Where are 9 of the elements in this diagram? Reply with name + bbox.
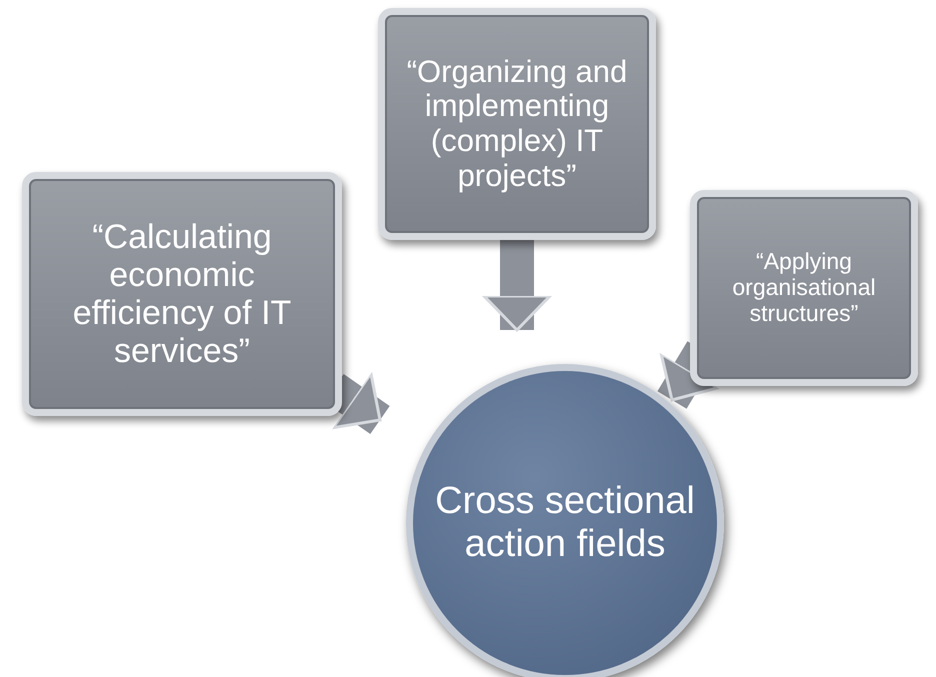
node-text: “Applying organisational structures” [731, 247, 877, 328]
node-text: “Organizing and implementing (complex) IT projects” [406, 52, 628, 195]
rounded-box [378, 8, 656, 240]
block-arrow [657, 341, 720, 409]
rounded-box [690, 190, 918, 386]
node-text: Cross sectional action fields [434, 479, 696, 567]
node-text: “Calculating economic efficiency of IT services” [72, 216, 292, 372]
rounded-box [22, 172, 342, 416]
block-arrow [482, 238, 552, 332]
